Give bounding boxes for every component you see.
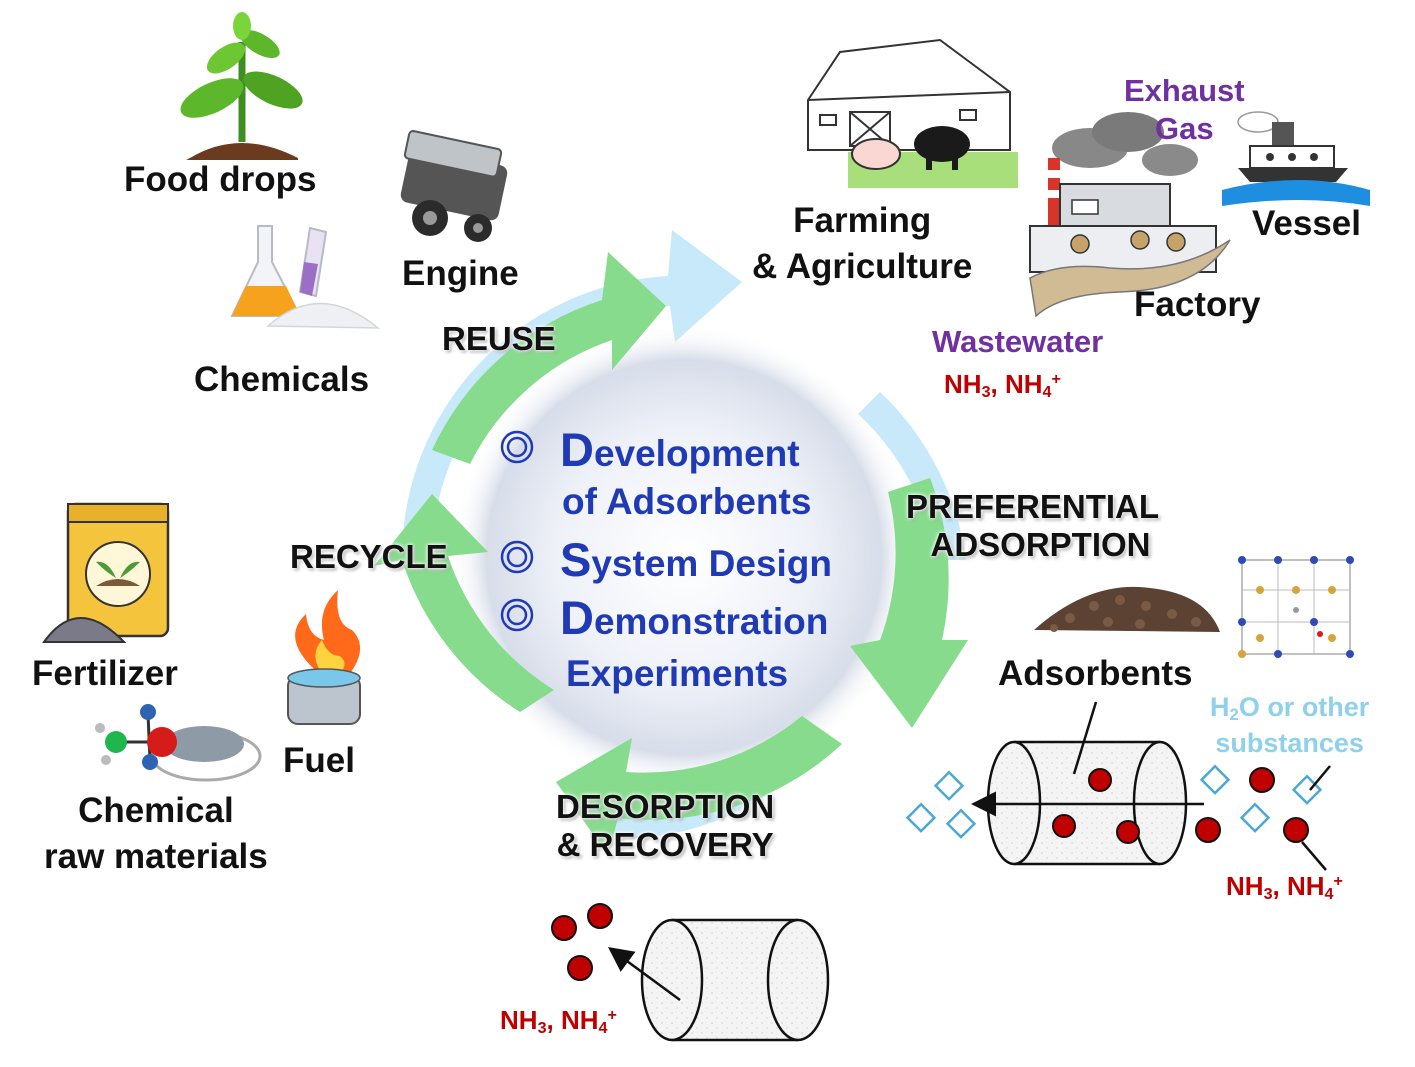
vessel-label: Vessel — [1252, 204, 1361, 243]
incoming-molecules — [1195, 767, 1309, 843]
exhaust-gas-label: Exhaust Gas — [1124, 73, 1245, 146]
crystal-structure-icon — [1238, 556, 1354, 658]
factory-label: Factory — [1134, 285, 1261, 324]
ammonia-label-desorption: NH3, NH4+ — [500, 1005, 617, 1038]
flask-icon — [230, 225, 381, 329]
ammonia-label-source: NH3, NH4+ — [944, 369, 1061, 402]
ship-icon — [1222, 111, 1370, 206]
initial-letter: S — [560, 533, 592, 586]
farming-label: Farming & Agriculture — [752, 201, 973, 286]
plant-icon — [180, 12, 303, 160]
barn-icon — [807, 38, 1011, 151]
stage-preferential-label: PREFERENTIAL ADSORPTION — [906, 488, 1160, 563]
initial-letter: D — [560, 423, 594, 476]
arrow-preferential — [850, 478, 968, 728]
double-circle-icon — [500, 540, 534, 574]
water-substances-label: H2O or other substances — [1210, 692, 1370, 758]
center-item-development: Development — [560, 423, 800, 476]
fuel-label: Fuel — [283, 741, 355, 780]
water-diamonds — [905, 764, 1323, 839]
stage-reuse-label: REUSE — [442, 320, 556, 357]
pellets-icon — [1034, 586, 1220, 632]
adsorbents-label: Adsorbents — [998, 654, 1193, 693]
wastewater-label: Wastewater — [932, 324, 1104, 359]
arrow-desorption — [556, 716, 842, 855]
arrow-recycle — [374, 494, 554, 712]
chemicals-label: Chemicals — [194, 360, 370, 399]
center-item-demonstration-line2: Experiments — [566, 653, 789, 694]
chemical-raw-materials-label: Chemical raw materials — [44, 791, 268, 876]
cycle-arrows-green — [374, 252, 968, 855]
molecule-icon — [95, 704, 262, 782]
pig-icon — [851, 126, 970, 170]
release-arrow — [607, 947, 681, 1002]
arrow-reuse — [432, 252, 666, 464]
released-molecules — [551, 903, 613, 981]
ammonia-label-adsorption: NH3, NH4+ — [1226, 871, 1343, 904]
engine-icon — [400, 130, 508, 242]
flame-icon — [287, 590, 361, 725]
center-item-demonstration: Demonstration — [560, 591, 829, 644]
adsorbed-molecules — [1052, 768, 1140, 844]
initial-letter: D — [560, 591, 594, 644]
center-item-development-line2: of Adsorbents — [562, 481, 812, 522]
fertilizer-label: Fertilizer — [32, 654, 178, 693]
desorption-column — [640, 918, 830, 1042]
factory-icon — [1029, 112, 1231, 318]
center-item-system-design: System Design — [560, 533, 832, 586]
flow-lines — [971, 701, 1331, 871]
food-drops-label: Food drops — [124, 160, 317, 199]
double-circle-icon — [500, 430, 534, 464]
double-circle-icon — [500, 598, 534, 632]
fertilizer-bag-icon — [42, 502, 170, 643]
stage-desorption-label: DESORPTION & RECOVERY — [556, 788, 775, 863]
stage-recycle-label: RECYCLE — [290, 538, 448, 575]
center-glow — [452, 325, 916, 789]
engine-label: Engine — [402, 254, 519, 293]
